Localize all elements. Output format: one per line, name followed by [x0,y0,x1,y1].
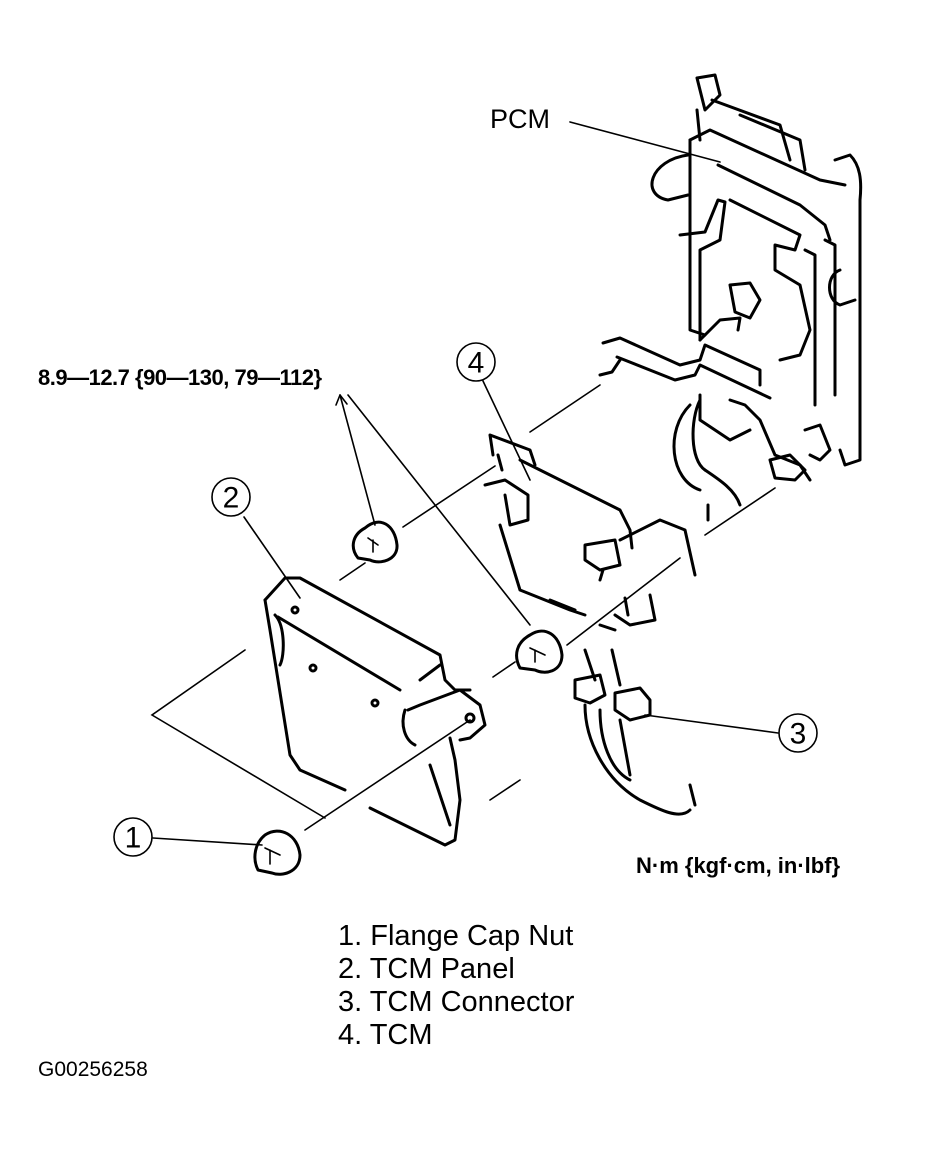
torque-units: N·m {kgf·cm, in·lbf} [636,853,841,878]
callout-2-number: 2 [223,482,240,515]
tcm-panel [263,576,487,847]
flange-cap-nut-upper [351,520,399,564]
callout-1: 1 [113,817,263,857]
flange-cap-nut-lower [253,829,302,876]
callout-4-number: 4 [468,347,485,380]
callout-2: 2 [211,477,301,599]
flange-cap-nut-middle [515,629,564,674]
callout-1-leader [152,837,263,846]
assembly-guide-lines [150,384,776,831]
tcm-connector-harness [573,648,697,816]
callout-3-number: 3 [790,718,807,751]
figure-id: G00256258 [38,1058,148,1081]
pcm-leader-line [569,121,721,163]
tcm [483,433,697,632]
callout-4: 4 [456,342,531,481]
callout-1-number: 1 [125,822,142,855]
callout-3: 3 [644,713,818,753]
pcm-bracket [598,73,863,522]
legend-item: 1. Flange Cap Nut [338,920,574,952]
callout-2-leader [243,516,301,599]
legend-item: 4. TCM [338,1019,433,1051]
pcm-label: PCM [490,104,550,134]
torque-specification: 8.9—12.7 {90—130, 79—112} [38,365,322,390]
callout-3-leader [644,714,779,734]
legend-item: 3. TCM Connector [338,986,575,1018]
torque-leader-lines [335,394,531,626]
parts-legend: 1. Flange Cap Nut 2. TCM Panel 3. TCM Co… [338,920,574,1052]
legend-item: 2. TCM Panel [338,953,515,985]
callout-4-leader [482,380,531,481]
